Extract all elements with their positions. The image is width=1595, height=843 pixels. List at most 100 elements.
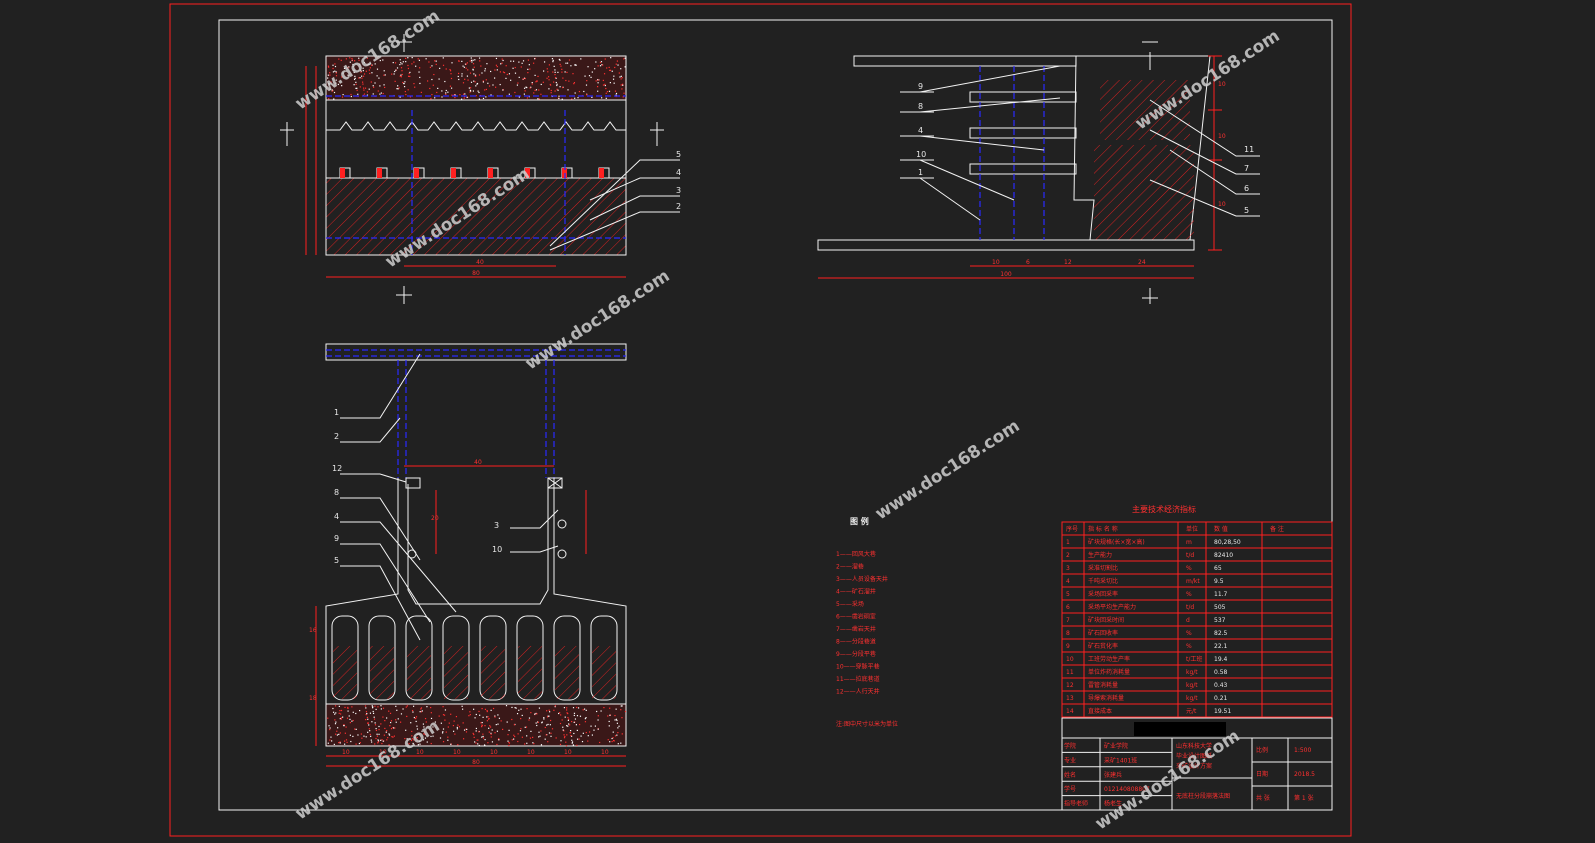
stope-col-dim: 10 [564, 749, 572, 756]
legend-item: 12——人行天井 [836, 688, 880, 696]
tech-table-cell: 505 [1214, 604, 1226, 611]
legend-item: 3——人员设备天井 [836, 575, 888, 583]
tech-table-cell: 11 [1066, 669, 1074, 676]
plan-dim-width: 80 [472, 270, 480, 277]
stope-col-dim: 10 [527, 749, 535, 756]
section-label-4: 4 [918, 126, 923, 135]
stope-label-10: 10 [492, 545, 502, 554]
tech-table-cell: t/d [1186, 604, 1194, 611]
title-left-label: 指导老师 [1064, 800, 1088, 808]
tech-table-cell: 6 [1066, 604, 1070, 611]
title-left-label: 专业 [1064, 756, 1076, 764]
stope-col-dim: 10 [601, 749, 609, 756]
tech-table-cell: % [1186, 591, 1192, 598]
stope-label-4: 4 [334, 512, 339, 521]
plan-label-2: 2 [676, 202, 681, 211]
tech-table-cell: kg/t [1186, 695, 1198, 702]
legend-item: 6——凿岩硐室 [836, 613, 876, 621]
section-rdim-2: 10 [1218, 133, 1226, 140]
watermark-text: www.doc168.com [872, 416, 1024, 524]
tech-table-cell: 0.43 [1214, 682, 1228, 689]
title-left-value: 012140808807 [1104, 786, 1150, 793]
tech-table-cell: % [1186, 643, 1192, 650]
stope-col-dim: 10 [453, 749, 461, 756]
legend-title: 图 例 [850, 516, 869, 526]
section-label-1: 1 [918, 168, 923, 177]
section-dim-total: 100 [1000, 271, 1012, 278]
section-dim-2: 6 [1026, 259, 1030, 266]
tech-table-cell: 9 [1066, 643, 1070, 650]
title-left-value: 杨老生 [1104, 800, 1122, 808]
tech-table-cell: % [1186, 565, 1192, 572]
legend-item: 1——回风大巷 [836, 550, 876, 558]
tech-table-cell: 雷管消耗量 [1088, 681, 1118, 689]
tech-table-cell: 矿块回采时间 [1088, 616, 1124, 624]
title-right-label: 共 张 [1256, 794, 1270, 802]
tech-table-cell: kg/t [1186, 682, 1198, 689]
title-right-label: 日期 [1256, 770, 1268, 778]
title-left-value: 采矿1401班 [1104, 756, 1137, 764]
tech-table-cell: 9.5 [1214, 578, 1224, 585]
tech-table-cell: m [1186, 539, 1192, 546]
title-left-label: 学院 [1064, 742, 1076, 750]
stope-label-12: 12 [332, 464, 342, 473]
stope-label-5: 5 [334, 556, 339, 565]
plan-label-3: 3 [676, 186, 681, 195]
tech-table-cell: 7 [1066, 617, 1070, 624]
section-label-10: 10 [916, 150, 926, 159]
section-rdim-3: 10 [1218, 201, 1226, 208]
legend-item: 8——分段巷道 [836, 638, 876, 646]
stope-col-dim: 10 [379, 749, 387, 756]
stope-label-2: 2 [334, 432, 339, 441]
plan-label-4: 4 [676, 168, 681, 177]
tech-table-cell: t/工班 [1186, 655, 1202, 663]
section-dim-4: 24 [1138, 259, 1146, 266]
tech-table-cell: 11.7 [1214, 591, 1228, 598]
tech-table-cell: kg/t [1186, 669, 1198, 676]
section-label-11: 11 [1244, 145, 1254, 154]
title-center-line: 毕业设计图纸 [1176, 752, 1212, 760]
tech-table-cell: 12 [1066, 682, 1074, 689]
section-rdim-1: 10 [1218, 81, 1226, 88]
tech-table-cell: 0.21 [1214, 695, 1228, 702]
section-label-6: 6 [1244, 184, 1249, 193]
plan-dim-inner: 40 [476, 259, 484, 266]
tech-table-cell: 1 [1066, 539, 1070, 546]
tech-table-cell: 19.51 [1214, 708, 1231, 715]
stope-label-9: 9 [334, 534, 339, 543]
title-left-label: 学号 [1064, 785, 1076, 793]
stope-side-dim-3: 20 [431, 515, 439, 522]
tech-table-cell: 导爆索消耗量 [1088, 694, 1124, 702]
title-center-line: 山东科技大学 [1176, 742, 1212, 750]
tech-table-cell: t/d [1186, 552, 1194, 559]
legend-item: 9——分段平巷 [836, 650, 876, 658]
section-view: 100 10 6 12 24 10 10 10 9 8 4 10 1 11 7 … [817, 41, 1260, 304]
title-right-value: 第 1 张 [1294, 794, 1314, 802]
tech-table-cell: 采场回采率 [1088, 590, 1118, 598]
tech-table-cell: 80,28,50 [1214, 539, 1241, 546]
stope-side-dim-1: 16 [309, 627, 317, 634]
tech-table-cell: 单位炸药消耗量 [1088, 668, 1130, 676]
plan-view: 80 40 5 4 3 2 [280, 34, 681, 304]
tech-table-header: 单位 [1186, 525, 1198, 533]
tech-table-cell: 8 [1066, 630, 1070, 637]
tech-table-cell: 65 [1214, 565, 1222, 572]
tech-table-cell: 14 [1066, 708, 1074, 715]
tech-table-cell: 3 [1066, 565, 1070, 572]
title-left-label: 姓名 [1064, 771, 1076, 779]
tech-table-cell: 2 [1066, 552, 1070, 559]
title-right-label: 比例 [1256, 746, 1268, 754]
section-label-5: 5 [1244, 206, 1249, 215]
legend-item: 2——溜巷 [836, 563, 864, 571]
tech-table-cell: 0.58 [1214, 669, 1228, 676]
stope-col-dim: 10 [342, 749, 350, 756]
tech-table-cell: 矿石贫化率 [1088, 642, 1118, 650]
plan-label-5: 5 [676, 150, 681, 159]
section-dim-1: 10 [992, 259, 1000, 266]
section-label-7: 7 [1244, 164, 1249, 173]
legend-item: 5——采场 [836, 600, 864, 608]
tech-table-cell: 10 [1066, 656, 1074, 663]
